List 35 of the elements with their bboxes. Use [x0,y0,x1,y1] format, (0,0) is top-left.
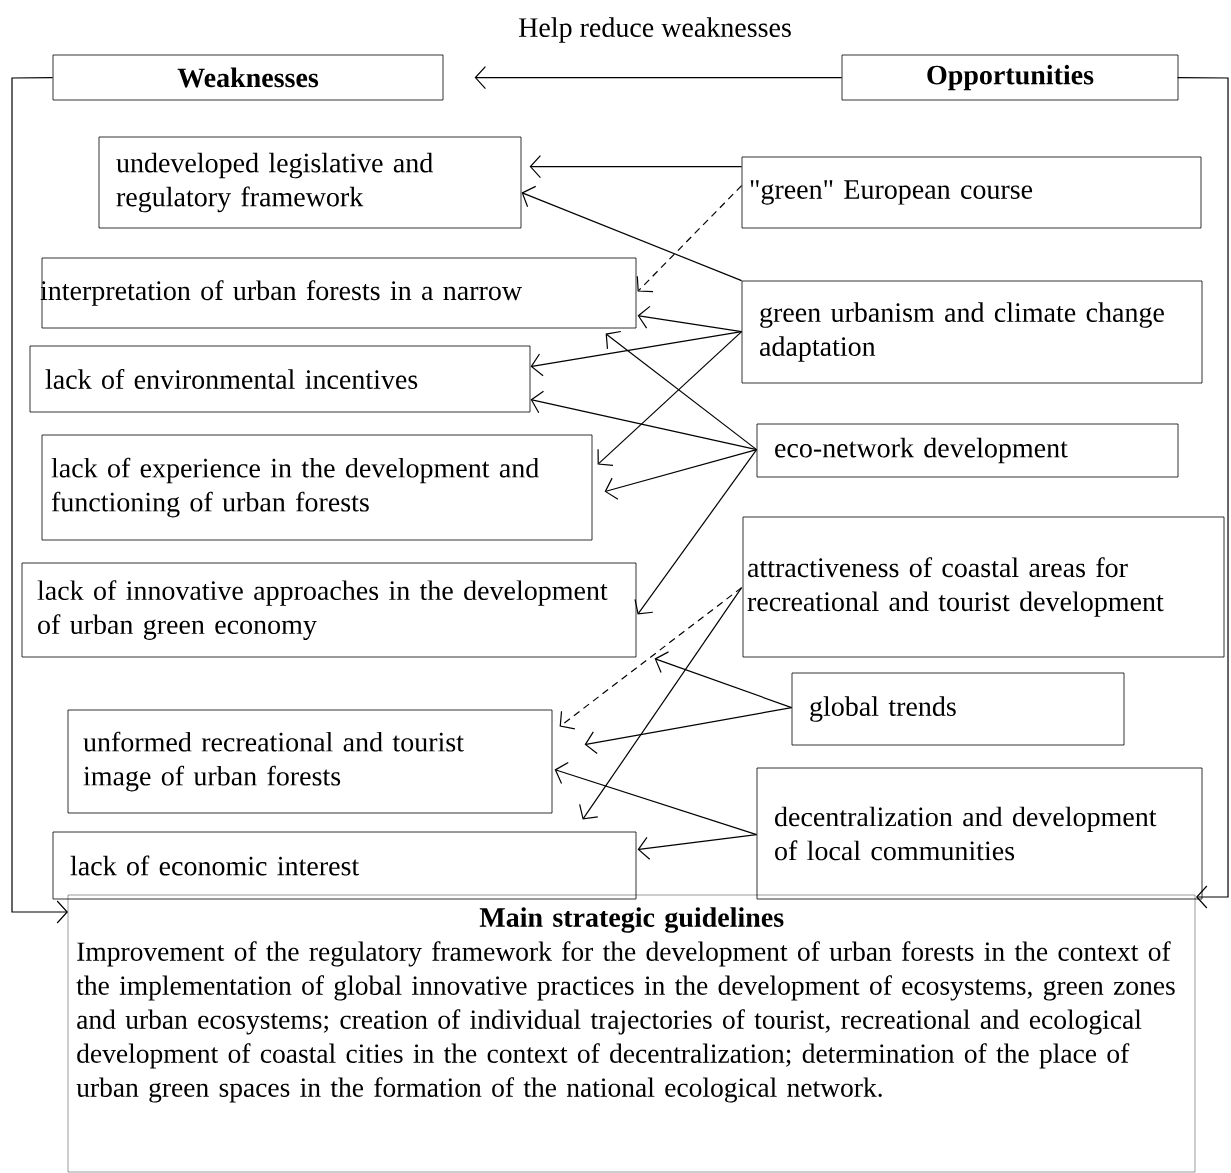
arrow [579,587,743,820]
arrow [597,331,743,466]
arrow [554,761,758,836]
heading-box: Weaknesses [52,54,444,101]
arrow [521,185,743,282]
heading-box: Opportunities [841,54,1179,101]
arrow [530,331,743,377]
text-box: global trends [791,672,1125,746]
arrow [1177,77,1229,909]
arrow [605,330,758,451]
arrow [604,449,758,500]
arrow [530,390,758,451]
arrow [637,834,758,860]
arrow [634,449,758,615]
arrow [474,66,843,90]
text-box: attractiveness of coastal areas for recreational and tourist development [742,516,1225,658]
guidelines-box: Main strategic guidelines Improvement of the regulatory framework for the development of urban forests in the context of the implementation of global innovative practices in the development of ecosystems, green zones and urban ecosystems; creation of individual trajectories of tourist, recreational and ecological development of coastal cities in the context of decentralization; determination of the place of urban green spaces in the formation of the national ecological network. [67,894,1196,1173]
text-box: undeveloped legislative and regulatory framework [98,136,522,229]
text-box: "green" European course [741,156,1202,229]
text-box: unformed recreational and tourist image of urban forests [67,709,553,814]
text-box: lack of economic interest [52,831,637,900]
text-box: decentralization and development of local communities [756,767,1203,900]
arrow [11,77,68,924]
text-box: interpretation of urban forests in a narrow [40,257,637,329]
text-box: eco-network development [756,423,1179,478]
arrow [529,155,743,179]
arrow [559,587,743,730]
text-box: lack of innovative approaches in the development of urban green economy [21,562,637,658]
arrow [654,651,793,709]
text-box: lack of experience in the development and functioning of urban forests [41,434,593,541]
edge-label: Help reduce weaknesses [516,15,794,45]
text-box: green urbanism and climate change adaptation [741,280,1203,384]
arrow [584,707,793,755]
text-box: lack of environmental incentives [29,345,531,413]
arrow [636,185,743,293]
